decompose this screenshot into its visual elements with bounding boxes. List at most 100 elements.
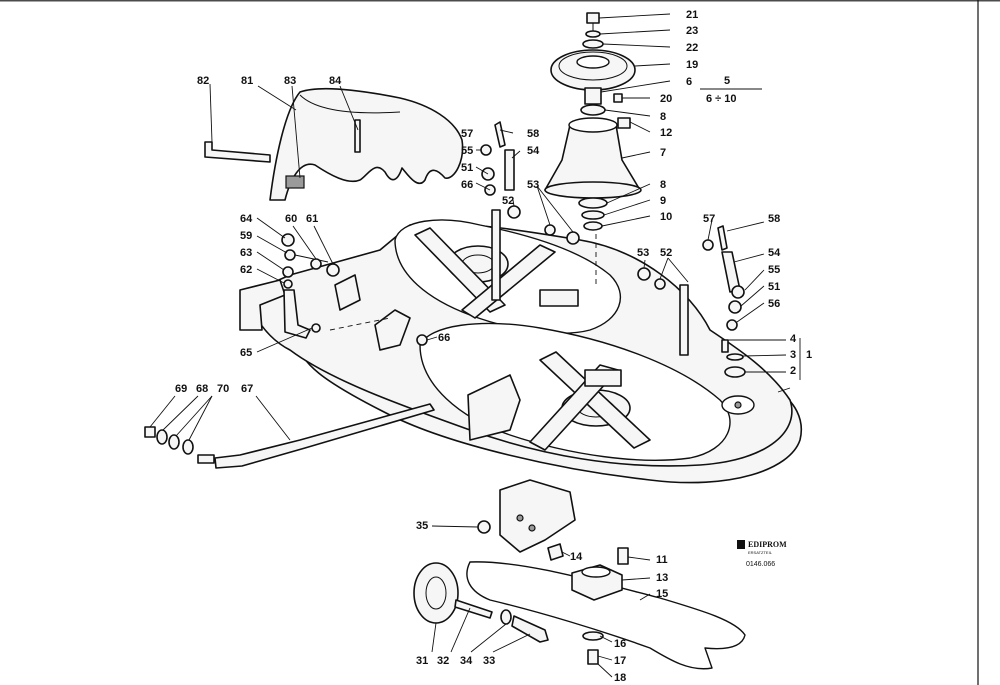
part-31-wheel [413,562,459,624]
callout-18: 18 [614,672,626,684]
part-12-grease-nipple [617,117,631,129]
callout-57-mid: 57 [461,128,473,140]
callout-59: 59 [240,230,252,242]
part-33-bolt [511,615,549,643]
deck-ear-right-hole [734,401,742,409]
callout-19: 19 [686,59,698,71]
part-21-bolt [586,12,600,24]
part-8-bearing-top [580,104,606,116]
callout-54-mid: 54 [527,145,540,157]
part-63-nut [282,266,294,278]
part-6-hub [584,87,602,105]
callout-57-right: 57 [703,213,715,225]
callout-61: 61 [306,213,318,225]
callout-31: 31 [416,655,428,667]
part-56-washer-right [726,319,738,331]
part-3-washer [726,353,744,361]
brace-left-2 [461,244,556,319]
part-54-pin-mid [504,149,515,191]
callout-33: 33 [483,655,495,667]
callout-52-right: 52 [660,247,672,259]
callout-69: 69 [175,383,187,395]
logo-mark-icon [737,540,745,549]
callout-58-right: 58 [768,213,780,225]
callout-23: 23 [686,25,698,37]
brace-left-1 [414,227,506,313]
callout-66-mid: 66 [461,179,473,191]
callout-67: 67 [241,383,253,395]
logo-name: EDIPROM [748,540,787,549]
part-53-nut-right [637,267,651,281]
part-14-key [547,543,564,561]
part-82-rod [204,141,271,163]
callout-7: 7 [660,147,666,159]
callout-20: 20 [660,93,672,105]
callout-56-right: 56 [768,298,780,310]
part-59-bolt [284,249,296,261]
callout-10: 10 [660,211,672,223]
callout-22: 22 [686,42,698,54]
part-8-bearing-lower [578,197,608,209]
belt-guard [204,87,464,201]
mower-deck [239,209,802,484]
part-58-clip-right [717,225,728,251]
callout-6: 6 [686,76,692,88]
post-right [679,284,689,356]
callout-8-lower: 8 [660,179,666,191]
callout-84: 84 [329,75,342,87]
drawing-code: 0146.066 [746,561,775,568]
callout-64: 64 [240,213,253,225]
mount-plate-right [584,369,622,387]
blade-bracket [499,479,576,553]
part-4-bolt [721,339,729,353]
callout-82: 82 [197,75,209,87]
callout-11: 11 [656,554,668,566]
part-68-washer [156,429,168,445]
callout-14: 14 [570,551,583,563]
leader-lines [149,13,801,678]
callout-34: 34 [460,655,473,667]
part-35-nut [477,520,491,534]
part-55-washer-mid [480,144,492,156]
part-61-nut [326,263,340,277]
callout-83: 83 [284,75,296,87]
callout-63: 63 [240,247,252,259]
part-52-washer-mid [507,205,521,219]
callout-70: 70 [217,383,229,395]
callout-65: 65 [240,347,252,359]
callout-21: 21 [686,9,698,21]
part-57-washer-right [702,239,714,251]
callout-35: 35 [416,520,428,532]
post-left [491,209,501,301]
logo-tagline: ERSATZTEIL [748,550,773,555]
part-64-nut [281,233,295,247]
part-84-pin [354,119,361,153]
kit-reference-denominator: 6 ÷ 10 [706,93,737,105]
deck-bracket-lower-left [374,309,411,351]
part-62-washer [283,279,293,289]
callout-3: 3 [790,349,796,361]
callout-17: 17 [614,655,626,667]
part-58-clip-mid [494,121,506,148]
callout-58-mid: 58 [527,128,539,140]
callout-55-right: 55 [768,264,780,276]
kit-reference: 5 6 ÷ 10 [700,75,762,105]
callout-8-top: 8 [660,111,666,123]
part-23-washer [585,30,601,38]
part-22-washer [582,39,604,49]
brace-right-1 [539,351,651,449]
part-17-bolt [587,649,599,665]
part-70-washer [168,434,180,450]
callout-60: 60 [285,213,297,225]
callout-4: 4 [790,333,797,345]
part-10-seal [583,221,603,231]
callout-55-mid: 55 [461,145,473,157]
mount-plate-left [539,289,579,307]
deck-bracket-mid [334,274,361,311]
callout-68: 68 [196,383,208,395]
callout-2: 2 [790,365,796,377]
part-51-nut-right [728,300,742,314]
publisher-logo: EDIPROM ERSATZTEIL 0146.066 [737,540,787,568]
part-20-key [613,93,623,103]
